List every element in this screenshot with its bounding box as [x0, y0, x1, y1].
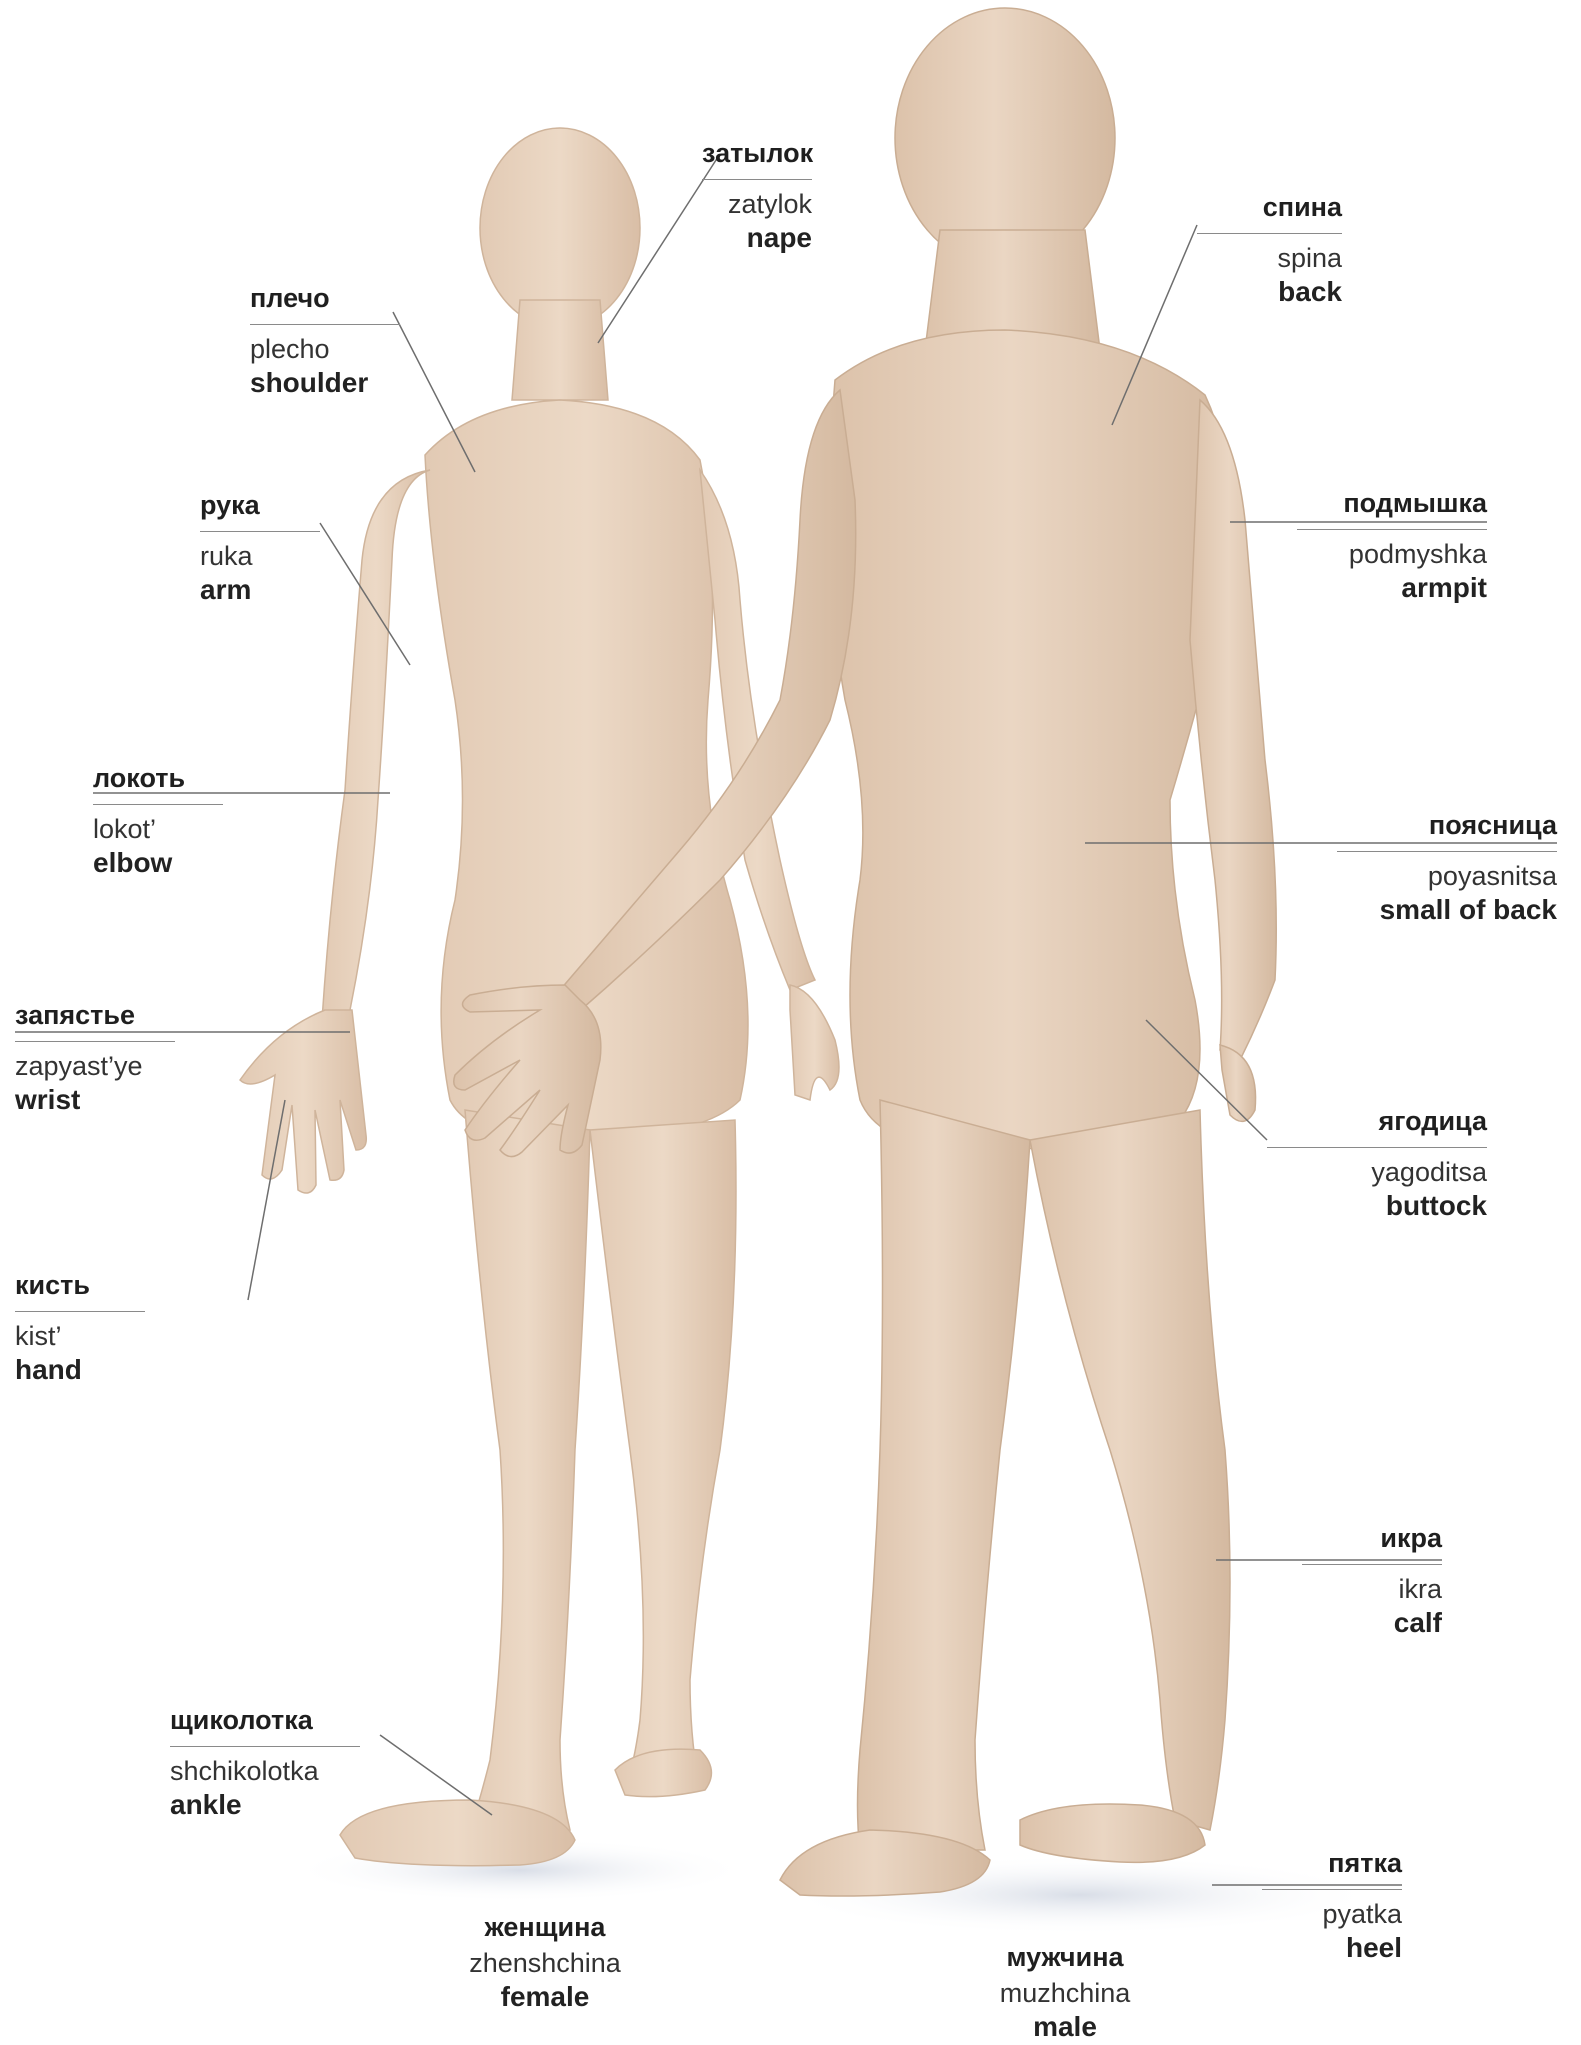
- label-ankle-tr: shchikolotka: [170, 1747, 360, 1788]
- caption-male-tr: muzhchina: [950, 1976, 1180, 2010]
- label-wrist: запястье zapyast’ye wrist: [15, 1000, 175, 1116]
- label-calf: икра ikra calf: [1302, 1523, 1442, 1639]
- label-small-of-back-en: small of back: [1337, 893, 1557, 926]
- label-arm-ru: рука: [200, 490, 320, 531]
- label-shoulder-tr: plecho: [250, 325, 400, 366]
- label-wrist-en: wrist: [15, 1083, 175, 1116]
- caption-female-tr: zhenshchina: [430, 1946, 660, 1980]
- label-shoulder: плечо plecho shoulder: [250, 283, 400, 399]
- label-nape-en: nape: [702, 221, 812, 254]
- label-heel: пятка pyatka heel: [1262, 1848, 1402, 1964]
- caption-female-en: female: [430, 1980, 660, 2013]
- label-calf-ru: икра: [1302, 1523, 1442, 1564]
- label-shoulder-en: shoulder: [250, 366, 400, 399]
- caption-female: женщина zhenshchina female: [430, 1912, 660, 2013]
- label-arm-en: arm: [200, 573, 320, 606]
- label-heel-ru: пятка: [1262, 1848, 1402, 1889]
- label-elbow-ru: локоть: [93, 763, 223, 804]
- label-small-of-back-ru: поясница: [1337, 810, 1557, 851]
- label-hand: кисть kist’ hand: [15, 1270, 145, 1386]
- label-arm: рука ruka arm: [200, 490, 320, 606]
- label-wrist-ru: запястье: [15, 1000, 175, 1041]
- caption-female-ru: женщина: [430, 1912, 660, 1946]
- label-hand-tr: kist’: [15, 1312, 145, 1353]
- label-shoulder-ru: плечо: [250, 283, 400, 324]
- label-small-of-back-tr: poyasnitsa: [1337, 852, 1557, 893]
- label-wrist-tr: zapyast’ye: [15, 1042, 175, 1083]
- label-elbow: локоть lokot’ elbow: [93, 763, 223, 879]
- label-ankle-en: ankle: [170, 1788, 360, 1821]
- label-buttock-ru: ягодица: [1267, 1106, 1487, 1147]
- label-hand-ru: кисть: [15, 1270, 145, 1311]
- caption-male-en: male: [950, 2010, 1180, 2043]
- label-armpit: подмышка podmyshka armpit: [1297, 488, 1487, 604]
- label-nape: затылок zatylok nape: [702, 138, 812, 254]
- label-armpit-tr: podmyshka: [1297, 530, 1487, 571]
- label-back-en: back: [1197, 275, 1342, 308]
- label-arm-tr: ruka: [200, 532, 320, 573]
- label-elbow-tr: lokot’: [93, 805, 223, 846]
- label-elbow-en: elbow: [93, 846, 223, 879]
- label-buttock-tr: yagoditsa: [1267, 1148, 1487, 1189]
- label-nape-tr: zatylok: [702, 180, 812, 221]
- label-buttock: ягодица yagoditsa buttock: [1267, 1106, 1487, 1222]
- label-buttock-en: buttock: [1267, 1189, 1487, 1222]
- label-calf-tr: ikra: [1302, 1565, 1442, 1606]
- label-armpit-en: armpit: [1297, 571, 1487, 604]
- label-armpit-ru: подмышка: [1297, 488, 1487, 529]
- label-small-of-back: поясница poyasnitsa small of back: [1337, 810, 1557, 926]
- label-heel-tr: pyatka: [1262, 1890, 1402, 1931]
- label-hand-en: hand: [15, 1353, 145, 1386]
- caption-male: мужчина muzhchina male: [950, 1942, 1180, 2043]
- label-back-ru: спина: [1197, 192, 1342, 233]
- label-ankle: щиколотка shchikolotka ankle: [170, 1705, 360, 1821]
- label-back: спина spina back: [1197, 192, 1342, 308]
- label-heel-en: heel: [1262, 1931, 1402, 1964]
- label-ankle-ru: щиколотка: [170, 1705, 360, 1746]
- label-back-tr: spina: [1197, 234, 1342, 275]
- label-nape-ru: затылок: [702, 138, 812, 179]
- caption-male-ru: мужчина: [950, 1942, 1180, 1976]
- label-calf-en: calf: [1302, 1606, 1442, 1639]
